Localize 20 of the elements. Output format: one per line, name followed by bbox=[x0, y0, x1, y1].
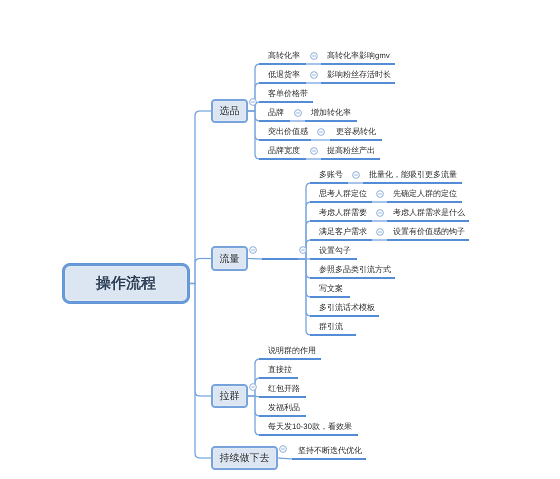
connector-line bbox=[190, 282, 211, 459]
connector-line bbox=[371, 239, 387, 241]
connector-line bbox=[305, 158, 321, 160]
connector-line bbox=[248, 110, 261, 160]
connector-line bbox=[289, 120, 305, 122]
connector-line bbox=[247, 258, 262, 260]
connector-line bbox=[277, 457, 292, 460]
connector-line bbox=[305, 63, 321, 65]
branch-box: 选品 bbox=[211, 99, 248, 123]
branch-box: 持续做下去 bbox=[211, 446, 278, 470]
connector-line bbox=[305, 82, 321, 84]
connector-line bbox=[248, 395, 261, 436]
connector-line bbox=[310, 139, 330, 141]
central-topic-box: 操作流程 bbox=[62, 263, 190, 304]
connector-line bbox=[298, 258, 312, 336]
connector-line bbox=[347, 182, 363, 184]
connector-line bbox=[371, 220, 387, 222]
connector-line bbox=[371, 201, 387, 203]
branch-box: 流量 bbox=[211, 246, 248, 271]
branch-box: 拉群 bbox=[211, 384, 248, 408]
